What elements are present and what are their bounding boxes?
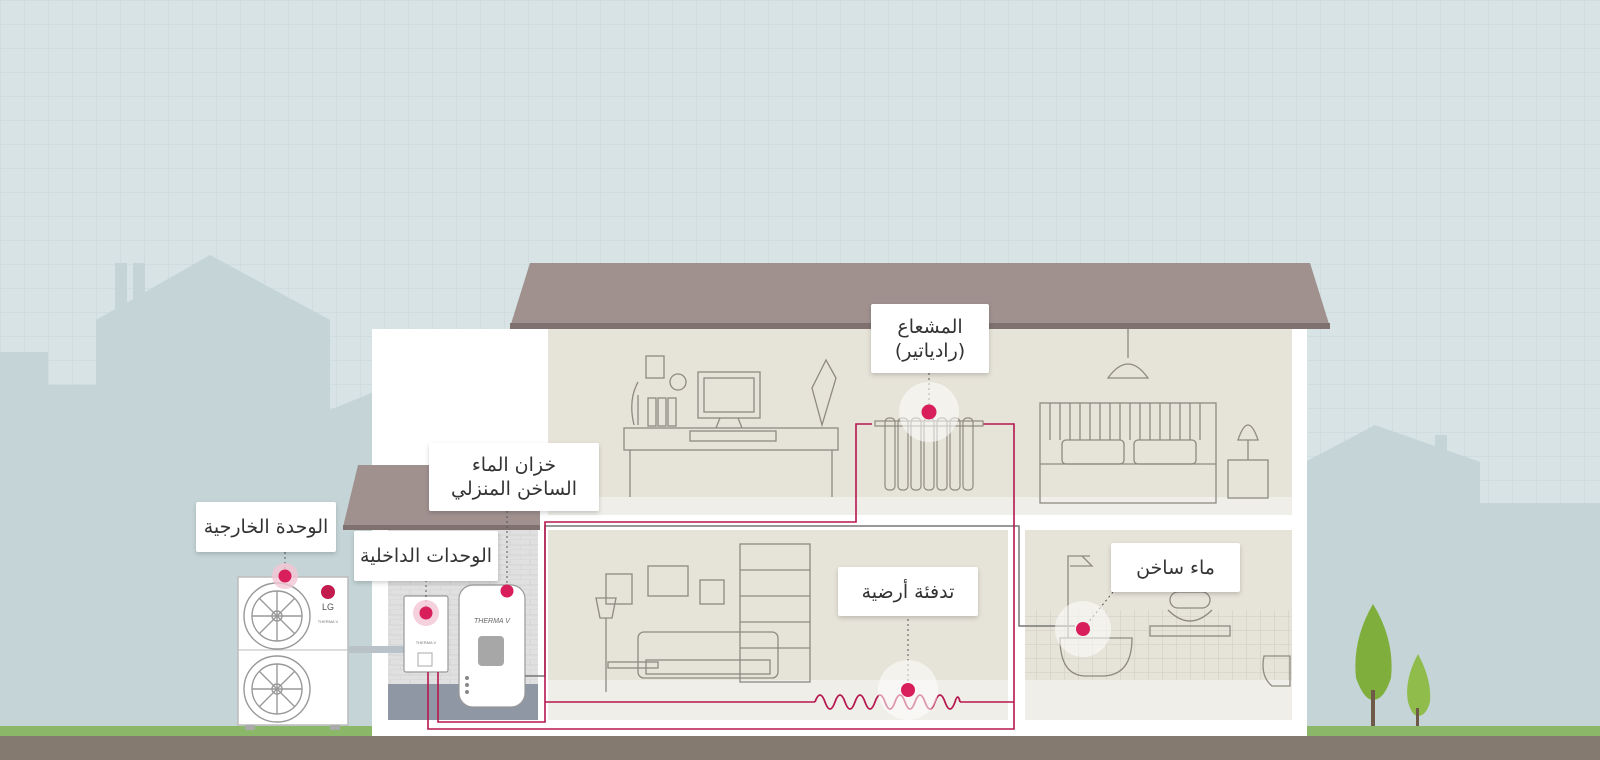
living-room-furniture [595,543,811,692]
floor-heating-label: تدفئة أرضية [838,567,978,616]
outdoor-unit-label: الوحدة الخارجية [196,502,336,552]
water-tank-label: خزان الماء الساخن المنزلي [429,443,599,511]
refrigerant-pipe [348,646,406,653]
water-tank-brand: THERMA V [474,618,511,625]
hot-water-label: ماء ساخن [1111,543,1240,592]
indoor-unit-product: THERMA V [416,640,437,645]
bathroom-fixtures [1059,555,1291,687]
main-roof [510,263,1330,327]
desk-furniture [623,355,839,497]
outdoor-unit: LG THERMA V [237,576,349,730]
radiator-marker [921,404,937,420]
lg-logo-icon [321,585,335,599]
tree-icon [1355,604,1431,726]
ground [0,736,1600,760]
bathtub-icon [1059,637,1133,677]
heating-pipes [427,423,1015,730]
bed-icon [1039,329,1269,504]
indoor-units-label: الوحدات الداخلية [354,531,498,581]
outdoor-brand-logo: LG [322,602,334,612]
water-tank: THERMA V [458,584,526,708]
outdoor-brand-product: THERMA V [318,619,339,624]
water-tank-marker [500,584,514,598]
markers [272,382,1111,720]
floor-heating-marker [901,683,915,697]
indoor-unit-marker [419,606,433,620]
lamp-icon [811,358,837,428]
hot-water-pipe [525,525,1075,677]
radiator-label: المشعاع (رادياتير) [871,304,989,373]
hot-water-marker [1076,622,1090,636]
outdoor-unit-marker [278,569,292,583]
